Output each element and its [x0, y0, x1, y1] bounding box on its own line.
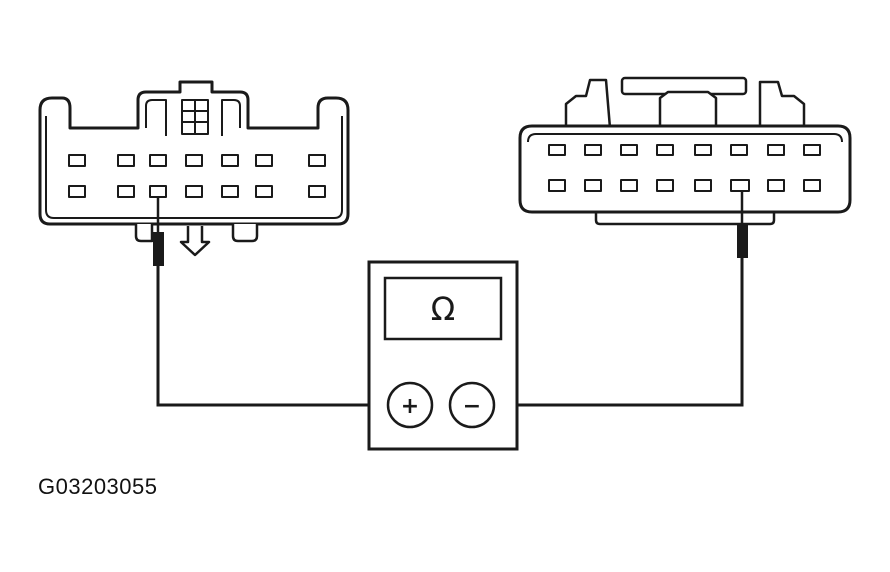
left-connector-terminals — [68, 154, 326, 198]
positive-lead-wire — [156, 266, 388, 407]
right-probe-body — [737, 224, 748, 258]
negative-lead-wire — [492, 258, 744, 407]
negative-terminal — [448, 381, 496, 429]
right-connector-body — [518, 124, 852, 214]
left-connector-bottom-tab-left — [134, 224, 154, 243]
negative-terminal-label: − — [463, 394, 481, 419]
positive-terminal — [386, 381, 434, 429]
left-connector-latch-grid — [181, 99, 209, 135]
figure-id: G03203055 — [38, 474, 158, 499]
right-connector-terminals — [548, 144, 821, 192]
positive-terminal-label: + — [401, 394, 419, 419]
ohmmeter: Ω + − — [367, 260, 519, 451]
right-connector-lock-left — [564, 78, 612, 129]
right-connector-center-latch — [658, 90, 718, 128]
ohm-symbol: Ω — [431, 290, 455, 328]
test-leads — [153, 190, 748, 407]
left-probe-body — [153, 232, 164, 266]
left-connector — [38, 80, 350, 257]
left-connector-bottom-tab-right — [231, 224, 259, 243]
left-connector-inner-outline — [45, 116, 343, 219]
right-connector — [518, 76, 852, 226]
ohmmeter-display — [383, 276, 503, 341]
right-connector-lock-right — [758, 80, 806, 128]
left-connector-arrow-icon — [179, 226, 211, 257]
left-connector-latch — [145, 99, 241, 136]
right-connector-inner-outline — [527, 133, 843, 143]
